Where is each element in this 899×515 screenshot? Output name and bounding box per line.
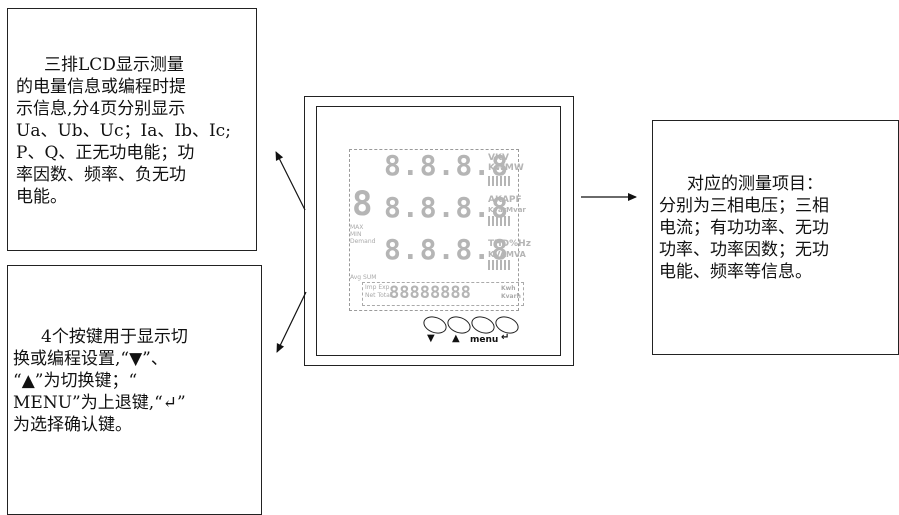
lcd-row2-unit: AKAPF	[488, 195, 522, 205]
lcd-energy-digits: 88888888	[389, 283, 471, 303]
arrow-to-keys-callout	[276, 291, 307, 353]
items-desc-line-1: 对应的测量项目：	[687, 174, 823, 194]
lcd-desc-line-5: P、Q、正无功电能；功	[16, 143, 195, 163]
items-desc-line-3: 电流；有功功率、无功	[659, 218, 829, 238]
lcd-desc-line-6: 率因数、频率、负无功	[16, 165, 186, 185]
keys-desc-line-4: MENU”为上退键,“↵”	[13, 393, 186, 413]
lcd-desc-line-1: 三排LCD显示测量	[44, 55, 184, 75]
menu-key-label: menu	[470, 335, 499, 345]
lcd-desc-line-2: 的电量信息或编程时提	[16, 77, 186, 97]
lcd-imp-label: Imp Exp	[365, 284, 390, 291]
lcd-row1-bargraph	[488, 176, 510, 186]
keys-desc-line-3: “▲”为切换键；“	[13, 371, 138, 391]
lcd-row3-unit: THD%Hz	[488, 239, 531, 249]
down-key-label: ▼	[427, 333, 435, 344]
lcd-desc-line-7: 电能。	[16, 187, 67, 207]
lcd-max-label: MAX	[350, 224, 364, 231]
lcd-row2-digits: 8.8.8.8	[384, 191, 510, 224]
arrow-to-lcd-callout	[275, 151, 306, 211]
lcd-net-label: Net Total	[365, 292, 392, 299]
lcd-row3-unit-b: KVAMVA	[488, 250, 526, 259]
keys-desc-line-1: 4个按键用于显示切	[41, 327, 188, 347]
lcd-page-digit: 8	[352, 184, 374, 224]
lcd-row2-unit-b: KvarMvar	[488, 206, 526, 214]
items-desc-line-4: 功率、功率因数；无功	[659, 240, 829, 260]
lcd-kvarh-label: Kvarh	[501, 293, 521, 300]
up-key-label: ▲	[452, 333, 460, 344]
lcd-row3-digits: 8.8.8.8	[384, 233, 510, 266]
meter-front-panel: 8 8.8.8.8 VKV KWMW 8.8.8.8 AKAPF KvarMva…	[304, 96, 574, 366]
lcd-row1-unit-b: KWMW	[488, 163, 524, 173]
lcd-kwh-label: Kwh	[501, 285, 516, 292]
lcd-min-label: MIN	[350, 231, 362, 238]
items-desc-line-2: 分别为三相电压；三相	[659, 196, 829, 216]
lcd-row1-digits: 8.8.8.8	[384, 149, 510, 182]
lcd-row2-bargraph	[488, 216, 510, 226]
items-desc-line-5: 电能、频率等信息。	[659, 262, 812, 282]
lcd-energy-row: Imp Exp Net Total 88888888 Kwh Kvarh	[362, 282, 524, 306]
lcd-avg-label: Avg SUM	[350, 274, 377, 281]
lcd-row1-unit: VKV	[488, 153, 509, 163]
lcd-demand-label: Demand	[350, 238, 376, 245]
lcd-desc-line-3: 示信息,分4页分别显示	[16, 99, 186, 119]
lcd-description-callout: 三排LCD显示测量 的电量信息或编程时提 示信息,分4页分别显示 Ua、Ub、U…	[7, 8, 257, 251]
keys-description-callout: 4个按键用于显示切 换或编程设置,“▼”、 “▲”为切换键；“ MENU”为上退…	[7, 265, 262, 515]
lcd-desc-line-4: Ua、Ub、Uc；Ia、Ib、Ic;	[16, 121, 231, 141]
keys-desc-line-5: 为选择确认键。	[13, 415, 132, 435]
meter-bezel: 8 8.8.8.8 VKV KWMW 8.8.8.8 AKAPF KvarMva…	[316, 106, 561, 356]
measurement-items-callout: 对应的测量项目： 分别为三相电压；三相 电流；有功功率、无功 功率、功率因数；无…	[652, 120, 899, 355]
lcd-row3-bargraph	[488, 260, 510, 270]
enter-key-label: ↵	[501, 332, 510, 343]
keys-desc-line-2: 换或编程设置,“▼”、	[13, 349, 168, 369]
lcd-display: 8 8.8.8.8 VKV KWMW 8.8.8.8 AKAPF KvarMva…	[349, 149, 531, 311]
